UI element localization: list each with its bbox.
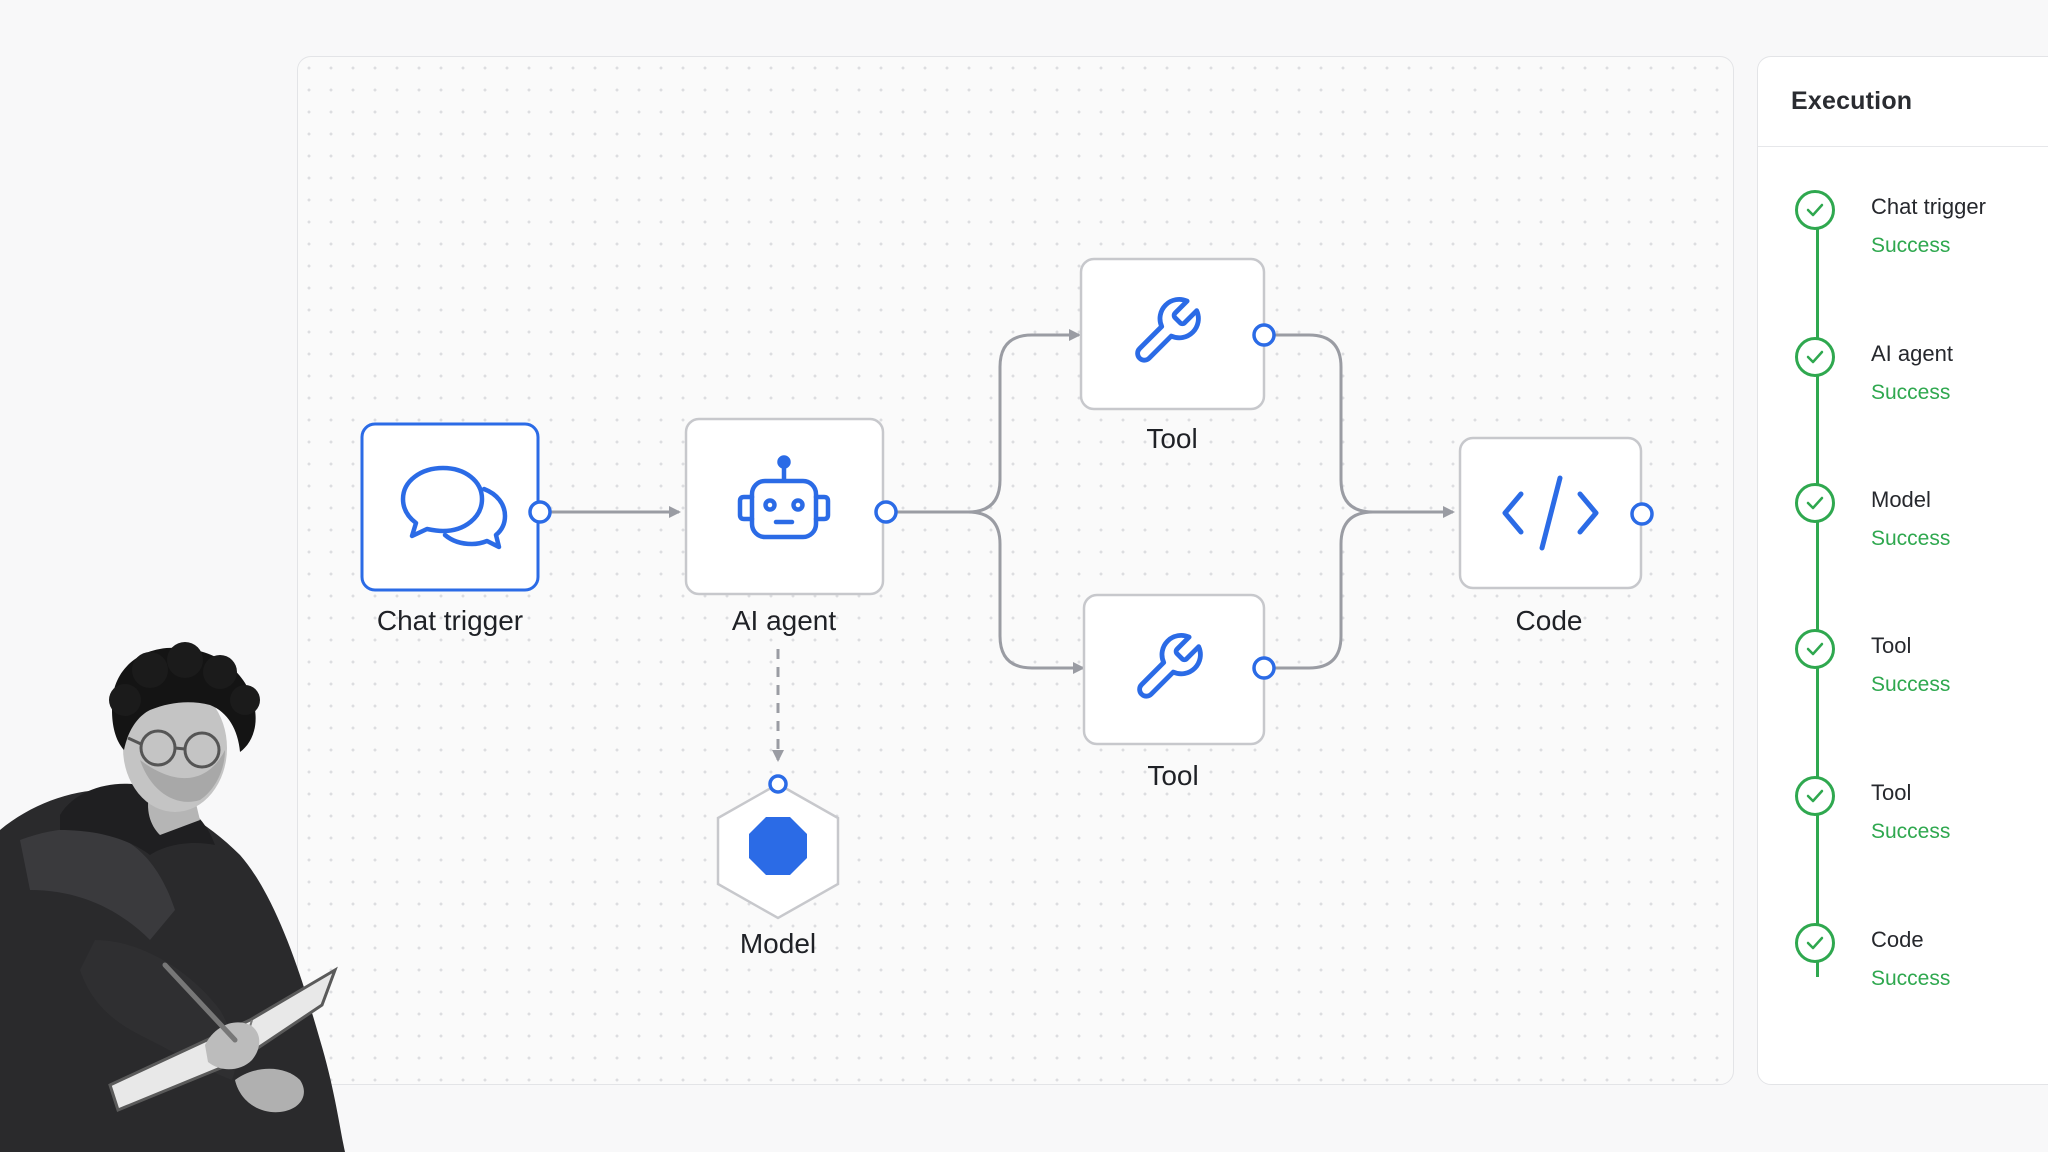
workflow-graph [360, 257, 1654, 920]
code-label: Code [1515, 605, 1583, 636]
ai-agent-output-port[interactable] [874, 500, 898, 524]
execution-item-status: Success [1871, 381, 1951, 404]
node-tool-bottom[interactable] [1082, 593, 1276, 746]
chat-bubbles-icon [400, 465, 508, 550]
wrench-icon [1137, 633, 1203, 699]
tool-bottom-output-port[interactable] [1252, 656, 1276, 680]
execution-item-chat-trigger[interactable]: Chat trigger Success [1795, 190, 2048, 280]
edge-tool-bottom-to-code [1274, 510, 1374, 670]
success-check-icon [1795, 190, 1835, 230]
success-check-icon [1795, 337, 1835, 377]
workflow-canvas[interactable]: Chat trigger AI agent Tool Tool Code Mod… [297, 56, 1734, 1085]
execution-item-status: Success [1871, 234, 1951, 257]
octagon-model-icon [749, 817, 807, 875]
node-chat-trigger[interactable] [360, 422, 552, 592]
node-code[interactable] [1458, 436, 1654, 590]
execution-item-name: Tool [1871, 780, 1912, 805]
edge-agent-to-tool-top [886, 329, 1081, 514]
success-check-icon [1795, 629, 1835, 669]
chat-trigger-label: Chat trigger [376, 605, 524, 636]
node-tool-top[interactable] [1079, 257, 1276, 411]
execution-item-name: Tool [1871, 633, 1912, 658]
edge-agent-to-tool-bottom [886, 510, 1085, 674]
execution-item-status: Success [1871, 673, 1951, 696]
execution-panel: Execution Chat trigger Success AI agent … [1757, 56, 2048, 1085]
wrench-icon [1135, 297, 1201, 363]
success-check-icon [1795, 483, 1835, 523]
person-writing-illustration [0, 642, 345, 1152]
execution-item-code[interactable]: Code Success [1795, 923, 2048, 1013]
code-brackets-icon [1502, 475, 1599, 551]
execution-item-name: Code [1871, 927, 1924, 952]
execution-item-tool-2[interactable]: Tool Success [1795, 776, 2048, 866]
code-output-port[interactable] [1630, 502, 1654, 526]
execution-item-ai-agent[interactable]: AI agent Success [1795, 337, 2048, 427]
execution-item-tool-1[interactable]: Tool Success [1795, 629, 2048, 719]
execution-timeline [1816, 212, 1819, 977]
tool-top-label: Tool [1146, 423, 1198, 454]
node-model[interactable] [716, 774, 840, 920]
execution-item-status: Success [1871, 967, 1951, 990]
ai-agent-label: AI agent [731, 605, 837, 636]
node-ai-agent[interactable] [684, 417, 898, 596]
execution-item-name: Chat trigger [1871, 194, 1986, 219]
tool-top-output-port[interactable] [1252, 323, 1276, 347]
execution-item-model[interactable]: Model Success [1795, 483, 2048, 573]
model-input-port[interactable] [768, 774, 788, 794]
success-check-icon [1795, 923, 1835, 963]
robot-icon [737, 455, 831, 540]
execution-item-name: AI agent [1871, 341, 1953, 366]
tool-bottom-label: Tool [1147, 760, 1199, 791]
execution-item-status: Success [1871, 527, 1951, 550]
execution-item-name: Model [1871, 487, 1931, 512]
execution-title: Execution [1758, 57, 2048, 147]
model-label: Model [739, 928, 817, 959]
success-check-icon [1795, 776, 1835, 816]
execution-item-status: Success [1871, 820, 1951, 843]
edge-tool-top-to-code [1274, 333, 1455, 518]
chat-trigger-output-port[interactable] [528, 500, 552, 524]
connections [550, 329, 1455, 762]
